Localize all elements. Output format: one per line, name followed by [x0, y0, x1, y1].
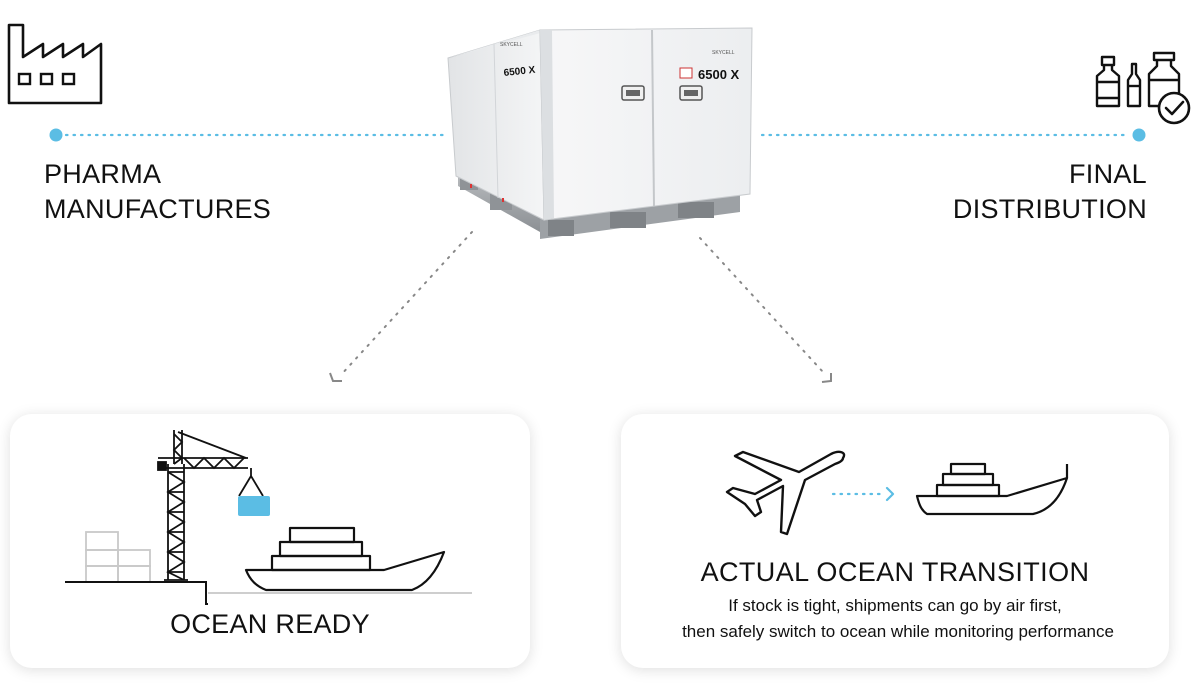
container-brand-front: SKYCELL — [712, 50, 735, 56]
crane-icon — [157, 430, 264, 581]
end-label-line1: FINAL — [1068, 159, 1147, 189]
transition-description-line2: then safely switch to ocean while monito… — [682, 622, 1114, 641]
end-label-line2: DISTRIBUTION — [952, 194, 1147, 224]
transition-title: ACTUAL OCEAN TRANSITION — [700, 557, 1090, 587]
start-label-line2: MANUFACTURES — [44, 194, 272, 224]
hazard-label — [679, 67, 693, 79]
start-dot — [49, 128, 63, 142]
ship-icon — [915, 462, 1069, 516]
dotted-arrow-icon — [831, 486, 895, 502]
hanging-cargo — [238, 496, 270, 516]
branch-right-arrowhead — [821, 373, 832, 383]
branch-right — [699, 237, 824, 373]
ocean-ready-panel: OCEAN READY — [10, 414, 530, 668]
port-illustration — [65, 430, 472, 605]
container-model-front: 6500 X — [698, 67, 740, 82]
ship-icon — [244, 526, 446, 592]
airplane-icon — [725, 450, 846, 536]
container-model-side: 6500 X — [503, 65, 536, 79]
end-label: FINAL DISTRIBUTION — [953, 157, 1147, 227]
transition-description-line1: If stock is tight, shipments can go by a… — [728, 596, 1062, 615]
vials-check-icon — [1095, 51, 1191, 125]
end-dot — [1132, 128, 1146, 142]
air-to-ocean-illustration — [725, 450, 1069, 536]
container-brand-side: SKYCELL — [500, 42, 523, 48]
container-image: SKYCELL 6500 X SKYCELL 6500 X — [447, 27, 753, 239]
branch-left-arrowhead — [329, 372, 342, 382]
branch-left — [339, 231, 473, 377]
start-label: PHARMA MANUFACTURES — [44, 157, 271, 227]
start-label-line1: PHARMA — [44, 159, 162, 189]
factory-icon — [7, 23, 103, 105]
ocean-ready-title: OCEAN READY — [170, 609, 370, 639]
ocean-transition-panel: ACTUAL OCEAN TRANSITION If stock is tigh… — [621, 414, 1169, 668]
